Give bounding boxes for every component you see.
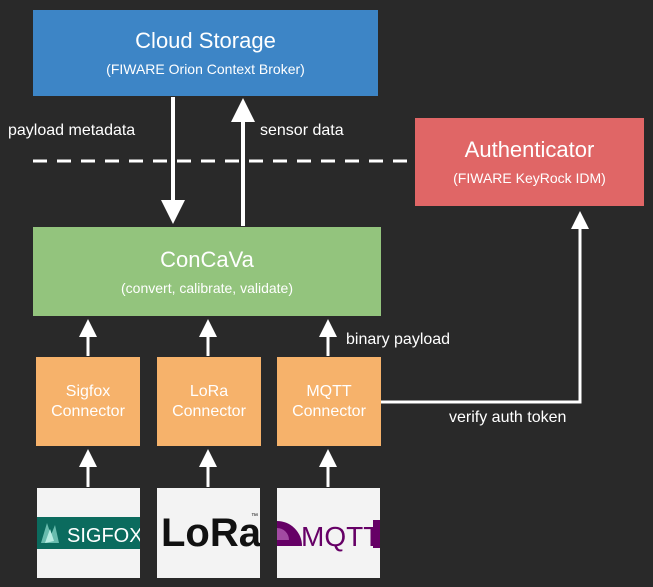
svg-text:™: ™ xyxy=(251,513,258,520)
connector-line1: LoRa xyxy=(189,382,229,400)
cloud-storage-box: Cloud Storage (FIWARE Orion Context Brok… xyxy=(33,10,378,96)
mqtt-connector-box: MQTT Connector xyxy=(277,357,381,446)
connector-line2: Connector xyxy=(51,402,125,420)
connector-line2: Connector xyxy=(292,402,366,420)
cloud-storage-title: Cloud Storage xyxy=(135,28,276,53)
mqtt-wordmark: MQTT xyxy=(301,521,380,552)
cloud-storage-subtitle: (FIWARE Orion Context Broker) xyxy=(106,61,305,77)
label-binary-payload: binary payload xyxy=(346,331,451,348)
mqtt-logo-graphic: MQTT xyxy=(277,520,380,552)
concava-box: ConCaVa (convert, calibrate, validate) xyxy=(33,227,381,316)
concava-title: ConCaVa xyxy=(160,246,254,272)
mqtt-signal-icon xyxy=(277,521,302,546)
lora-wordmark: LoRa xyxy=(161,511,260,555)
connector-line2: Connector xyxy=(172,402,246,420)
sigfox-logo-graphic: SIGFOX xyxy=(37,517,140,549)
mqtt-logo: MQTT xyxy=(277,488,380,578)
authenticator-title: Authenticator xyxy=(464,137,595,162)
label-sensor-data: sensor data xyxy=(260,122,344,139)
lora-connector-box: LoRa Connector xyxy=(157,357,261,446)
sigfox-emblem-icon xyxy=(41,523,59,543)
lora-logo-graphic: LoRa ™ xyxy=(161,511,260,555)
sigfox-connector-box: Sigfox Connector xyxy=(36,357,140,446)
concava-subtitle: (convert, calibrate, validate) xyxy=(121,279,293,296)
lora-logo: LoRa ™ xyxy=(157,488,260,578)
connector-line1: Sigfox xyxy=(65,382,111,400)
connector-line1: MQTT xyxy=(306,382,352,400)
authenticator-box: Authenticator (FIWARE KeyRock IDM) xyxy=(415,118,644,206)
sigfox-logo: SIGFOX xyxy=(37,488,140,578)
sigfox-wordmark: SIGFOX xyxy=(67,525,140,547)
label-verify-auth-token: verify auth token xyxy=(449,409,567,426)
authenticator-subtitle: (FIWARE KeyRock IDM) xyxy=(453,170,606,186)
arrow-verify-auth-token xyxy=(381,211,589,404)
label-payload-metadata: payload metadata xyxy=(8,122,136,139)
